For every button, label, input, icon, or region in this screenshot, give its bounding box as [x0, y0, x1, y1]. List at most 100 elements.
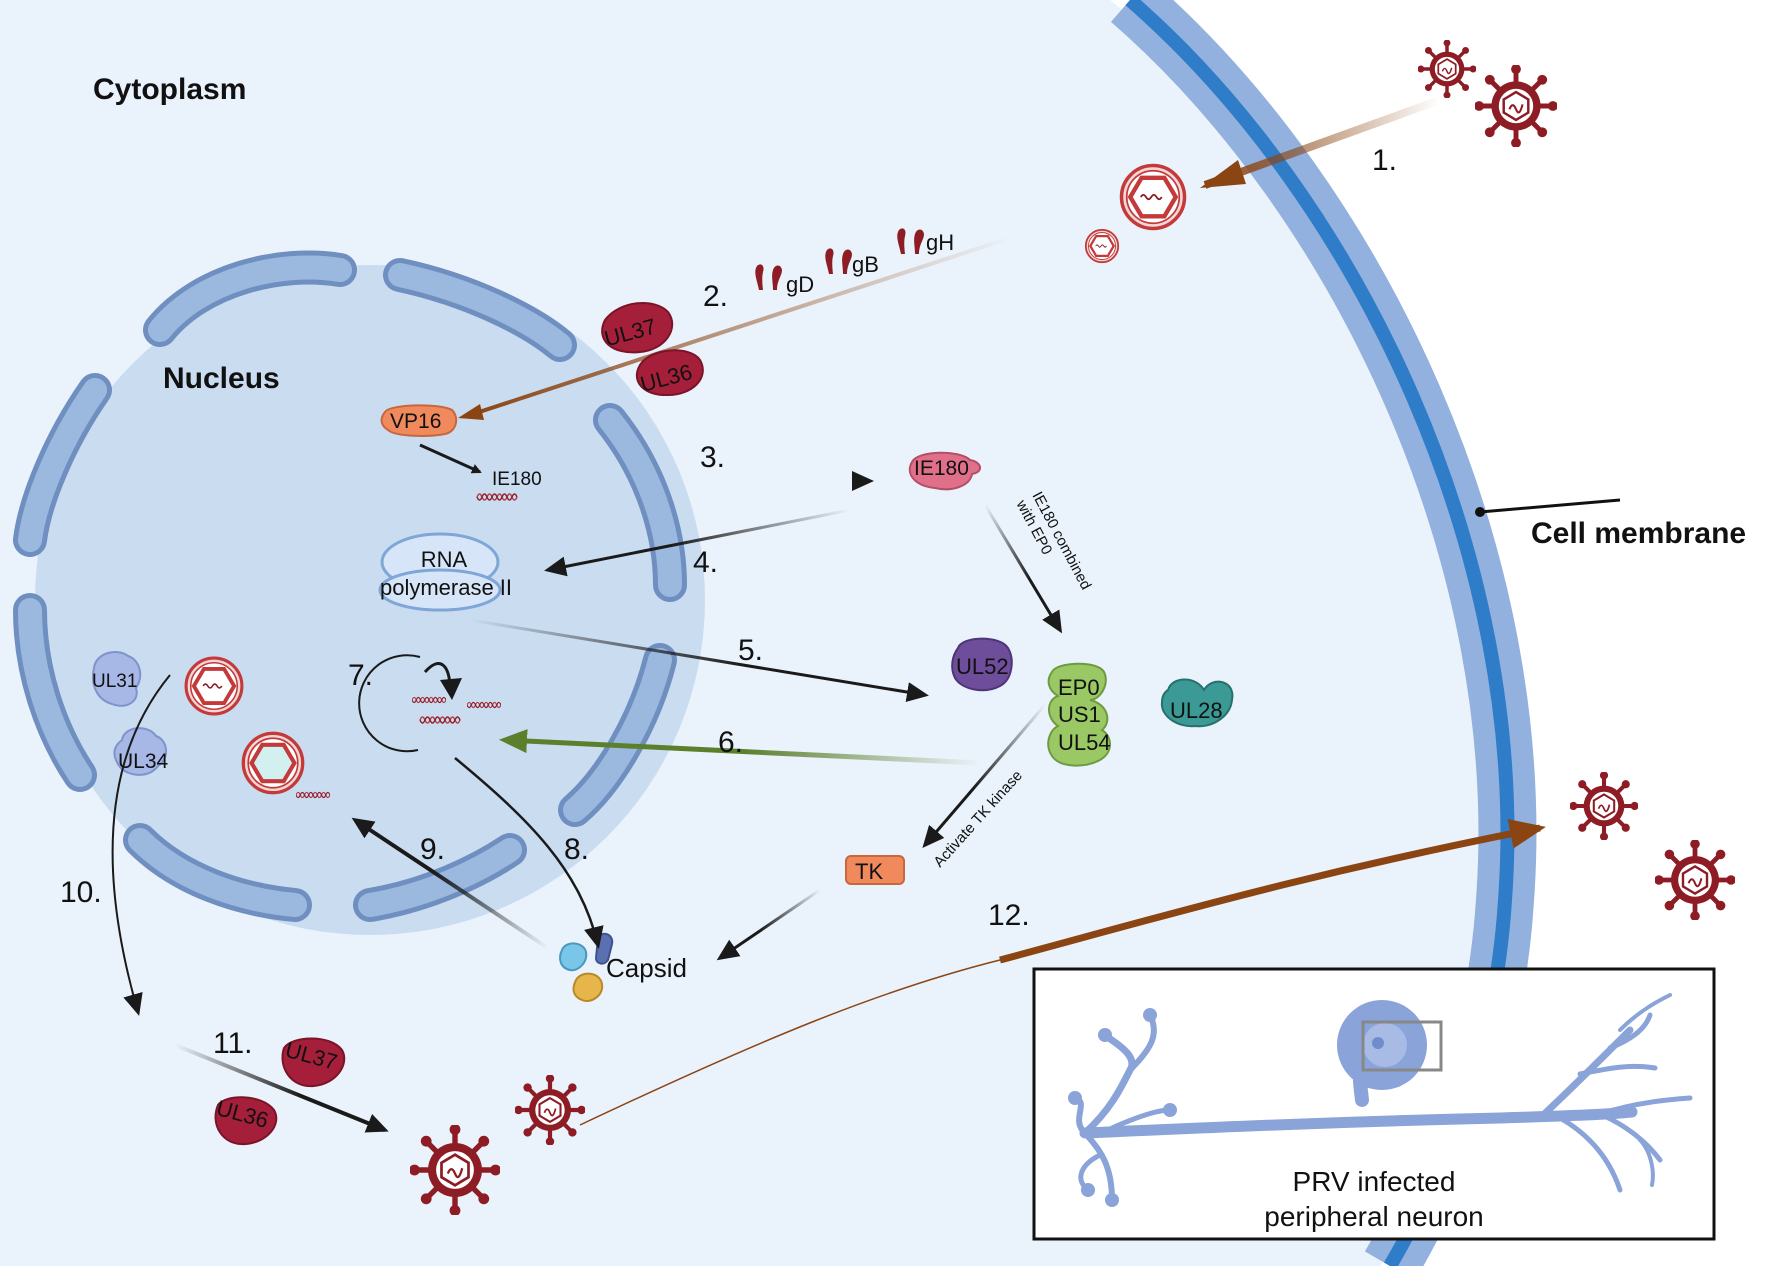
svg-text:polymerase II: polymerase II: [380, 575, 512, 600]
step-2-arrowhead: [458, 404, 484, 420]
step-8-label: 8.: [564, 833, 589, 866]
step-10-label: 10.: [60, 876, 102, 909]
ep0-us1-ul54-complex: EP0 US1 UL54: [1047, 662, 1111, 767]
nucleus: [13, 250, 705, 935]
svg-text:RNA: RNA: [421, 547, 468, 572]
step-11-label: 11.: [213, 1027, 252, 1060]
capsid-icon: [1084, 228, 1120, 264]
capsid-icon: [1122, 166, 1185, 229]
step-1-arrow: [1203, 96, 1442, 189]
capsid-icon: [184, 656, 244, 716]
inset-caption-line2: peripheral neuron: [1264, 1201, 1484, 1232]
svg-text:UL31: UL31: [92, 671, 137, 692]
ul52-protein: UL52: [951, 637, 1013, 692]
step-6-label: 6.: [718, 726, 743, 759]
svg-text:UL28: UL28: [1170, 698, 1223, 723]
ep0-to-tk-arrow: [922, 704, 1047, 849]
svg-text:IE180: IE180: [914, 457, 969, 480]
virion-icon: [1418, 40, 1476, 98]
ie180-gene-label: IE180: [492, 469, 542, 490]
virion-icon: [1654, 839, 1736, 921]
ul31-protein: UL31: [92, 651, 142, 707]
ie180-protein: IE180: [908, 451, 981, 491]
membrane-pointer-dot: [1475, 507, 1485, 517]
virion-icon: [409, 1124, 501, 1216]
neuron-terminals: [1068, 1008, 1177, 1207]
zoom-box: [1361, 1020, 1443, 1072]
glycoprotein-gB: gB: [825, 248, 879, 277]
vp16-to-ie180-arrow: [419, 443, 482, 474]
neuron-nucleolus: [1372, 1037, 1384, 1049]
capsid-icon: [243, 733, 302, 792]
protein-blob-icon: [635, 349, 704, 397]
step-12-label: 12.: [988, 899, 1030, 932]
ul28-protein: UL28: [1160, 678, 1234, 728]
step-12-arrow: [999, 819, 1546, 964]
step-7-arrowhead: [440, 678, 462, 700]
step-4-arrow: [544, 508, 851, 577]
svg-text:UL52: UL52: [956, 654, 1009, 679]
svg-text:TK: TK: [855, 859, 883, 884]
vp16-protein: VP16: [380, 404, 458, 437]
protein-blob-icon: [281, 1037, 346, 1088]
glycoprotein-gH: gH: [897, 228, 954, 255]
protein-blob-icon: [951, 637, 1013, 692]
ul36-protein: UL36: [635, 349, 704, 397]
step-11-arrow: [174, 1043, 389, 1133]
glycoprotein-gD: gD: [755, 264, 814, 297]
ie180-to-ep0-arrow: [983, 504, 1063, 634]
protein-blob-icon: [113, 727, 167, 776]
neuron-inset: PRV infected peripheral neuron: [1032, 967, 1716, 1241]
step-6-arrow: [499, 729, 981, 766]
cell-membrane-label: Cell membrane: [1531, 517, 1746, 550]
protein-blob-icon: [1047, 662, 1111, 767]
svg-text:EP0: EP0: [1058, 675, 1100, 700]
step-1-label: 1.: [1372, 144, 1397, 177]
protein-blob-icon: [1160, 678, 1234, 728]
neuron-nucleus: [1363, 1023, 1407, 1067]
svg-text:VP16: VP16: [390, 410, 441, 433]
cytoplasm-label: Cytoplasm: [93, 73, 246, 106]
svg-text:US1: US1: [1058, 702, 1101, 727]
ul36-protein-late: UL36: [214, 1095, 278, 1146]
svg-text:gD: gD: [786, 272, 814, 297]
nucleus-label: Nucleus: [163, 362, 280, 395]
rna-polymerase-ii: RNA polymerase II: [378, 532, 512, 612]
capsid-assembly: Capsid: [559, 932, 687, 1002]
step-9-arrow: [351, 817, 550, 950]
protein-blob-icon: [380, 404, 458, 437]
step-9-label: 9.: [420, 833, 445, 866]
step-8-arrow: [454, 757, 604, 949]
virion-icon: [1569, 771, 1638, 840]
svg-text:UL54: UL54: [1058, 730, 1111, 755]
step-5-label: 5.: [738, 634, 763, 667]
ul37-protein: UL37: [601, 301, 674, 354]
virion-icon: [1474, 64, 1558, 148]
ul37-protein-late: UL37: [281, 1037, 346, 1088]
tk-to-capsid-arrow: [716, 888, 821, 961]
membrane-pointer-line: [1479, 498, 1621, 514]
ul34-protein: UL34: [113, 727, 169, 776]
step-2-label: 2.: [703, 280, 728, 313]
step-1-arrowhead: [1200, 160, 1246, 188]
capsid-label: Capsid: [606, 953, 687, 983]
inset-caption-line1: PRV infected: [1293, 1166, 1456, 1197]
step-7-cycle: [358, 654, 421, 753]
protein-blob-icon: [908, 451, 981, 491]
protein-blob-icon: [214, 1096, 278, 1146]
svg-text:gH: gH: [926, 230, 954, 255]
svg-text:gB: gB: [852, 252, 879, 277]
protein-blob-icon: [601, 301, 674, 354]
step-2-arrow: [469, 236, 1011, 417]
step-7-label: 7.: [348, 659, 373, 692]
step-3-label: 3.: [700, 441, 725, 474]
protein-blob-icon: [92, 651, 142, 707]
svg-text:UL34: UL34: [118, 750, 169, 773]
step-4-label: 4.: [693, 546, 718, 579]
virion-icon: [514, 1074, 585, 1145]
tk-protein: TK: [845, 855, 905, 885]
step-10-arrow: [111, 674, 171, 1016]
step-5-arrow: [469, 618, 929, 702]
